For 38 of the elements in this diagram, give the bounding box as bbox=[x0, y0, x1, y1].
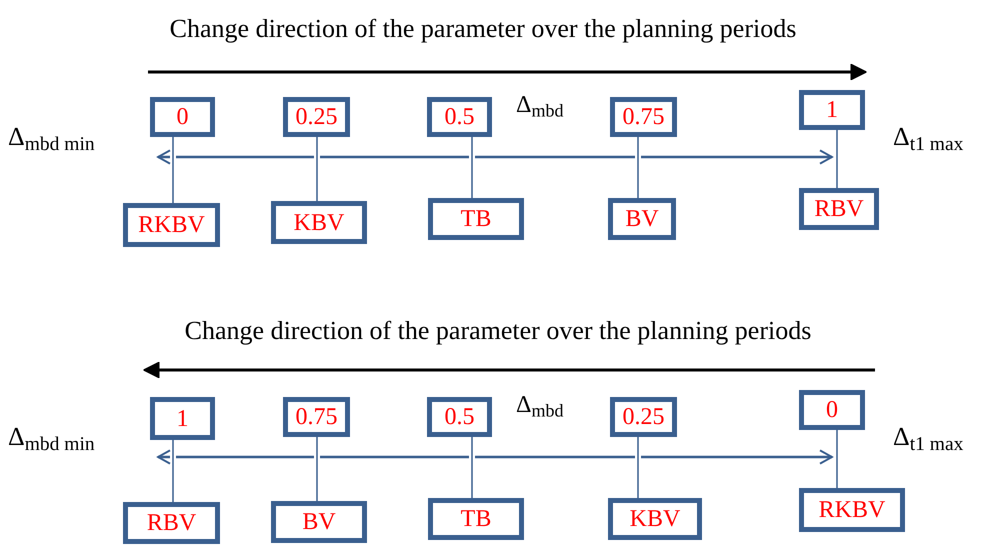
code-box: RBV bbox=[799, 188, 879, 230]
code-box: BV bbox=[608, 198, 676, 240]
tick-line bbox=[637, 437, 639, 498]
value-box: 0.5 bbox=[427, 97, 492, 137]
tick-line bbox=[471, 137, 473, 198]
code-box: RKBV bbox=[799, 488, 905, 532]
value-box: 0.5 bbox=[427, 397, 492, 437]
code-box: KBV bbox=[271, 201, 367, 244]
heading: Change direction of the parameter over the planning periods bbox=[170, 14, 796, 44]
value-box: 1 bbox=[799, 90, 865, 130]
tick-line bbox=[172, 137, 174, 203]
value-box: 0.25 bbox=[283, 97, 350, 137]
tick-line bbox=[836, 130, 838, 188]
parameter-label: Δ$_{mbd}$ bbox=[516, 392, 564, 422]
parameter-label: Δ$_{mbd min}$ bbox=[8, 422, 95, 456]
parameter-label: Δ$_{mbd min}$ bbox=[8, 122, 95, 156]
value-box: 1 bbox=[150, 397, 215, 440]
tick-line bbox=[637, 137, 639, 198]
tick-line bbox=[471, 437, 473, 498]
tick-line bbox=[172, 440, 174, 502]
parameter-label: Δ$_{t1 max}$ bbox=[893, 122, 964, 156]
value-box: 0 bbox=[799, 390, 865, 430]
parameter-label: Δ$_{mbd}$ bbox=[516, 92, 564, 122]
code-box: BV bbox=[271, 501, 367, 543]
code-box: TB bbox=[428, 498, 524, 540]
parameter-label: Δ$_{t1 max}$ bbox=[893, 422, 964, 456]
value-box: 0.25 bbox=[610, 397, 677, 437]
tick-line bbox=[836, 430, 838, 488]
value-box: 0 bbox=[150, 97, 215, 137]
value-box: 0.75 bbox=[283, 397, 350, 437]
code-box: KBV bbox=[608, 498, 702, 540]
heading: Change direction of the parameter over the planning periods bbox=[184, 316, 812, 346]
code-box: RKBV bbox=[123, 203, 220, 247]
tick-line bbox=[316, 137, 318, 201]
code-box: TB bbox=[428, 198, 524, 240]
value-box: 0.75 bbox=[610, 97, 677, 137]
code-box: RBV bbox=[123, 502, 220, 544]
tick-line bbox=[316, 437, 318, 501]
